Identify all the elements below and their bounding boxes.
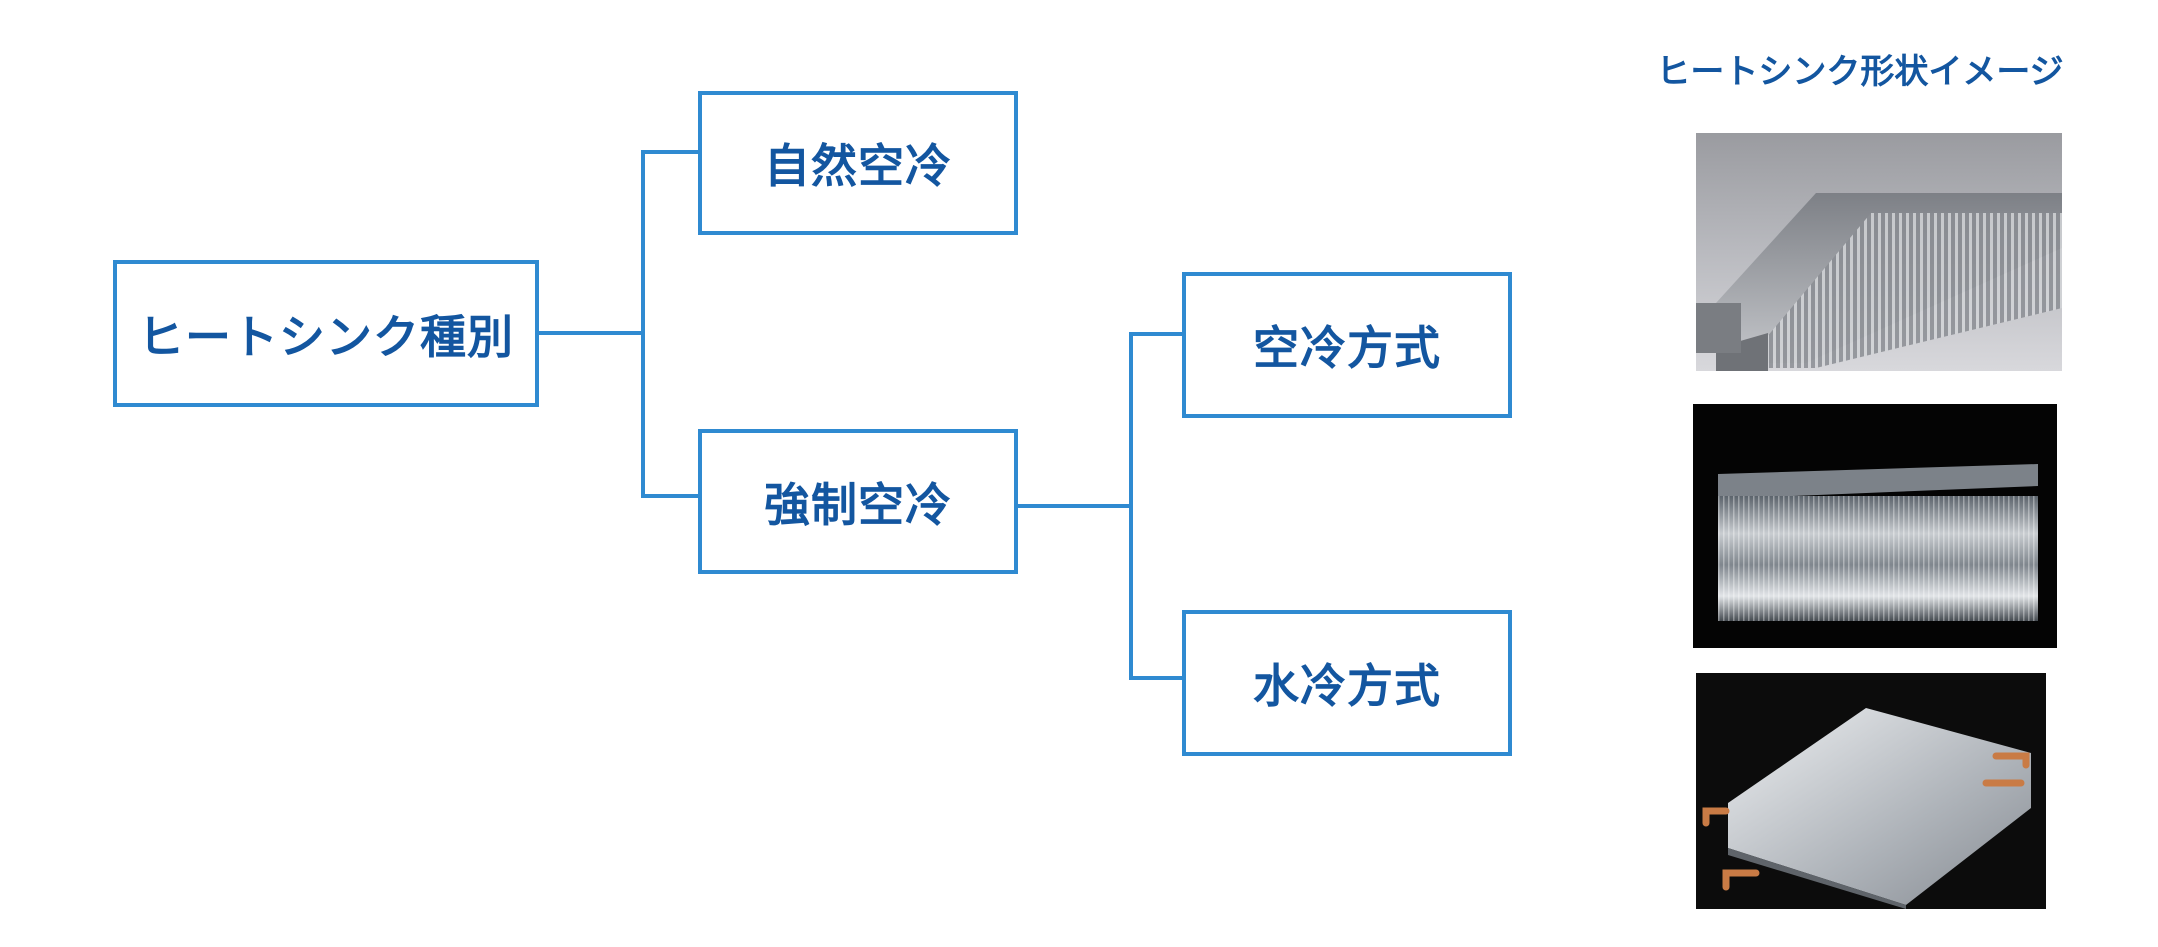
gallery-title: ヒートシンク形状イメージ — [1656, 52, 2064, 92]
node-natural-air-cooling: 自然空冷 — [698, 91, 1018, 235]
node-heatsink-type: ヒートシンク種別 — [113, 260, 539, 407]
cold-plate-photo — [1696, 673, 2046, 909]
heatsink-block-photo — [1693, 404, 2057, 648]
heatsink-fins-photo — [1696, 133, 2062, 371]
node-water-cooling-method: 水冷方式 — [1182, 610, 1512, 756]
node-forced-air-cooling: 強制空冷 — [698, 429, 1018, 574]
node-air-cooling-method: 空冷方式 — [1182, 272, 1512, 418]
